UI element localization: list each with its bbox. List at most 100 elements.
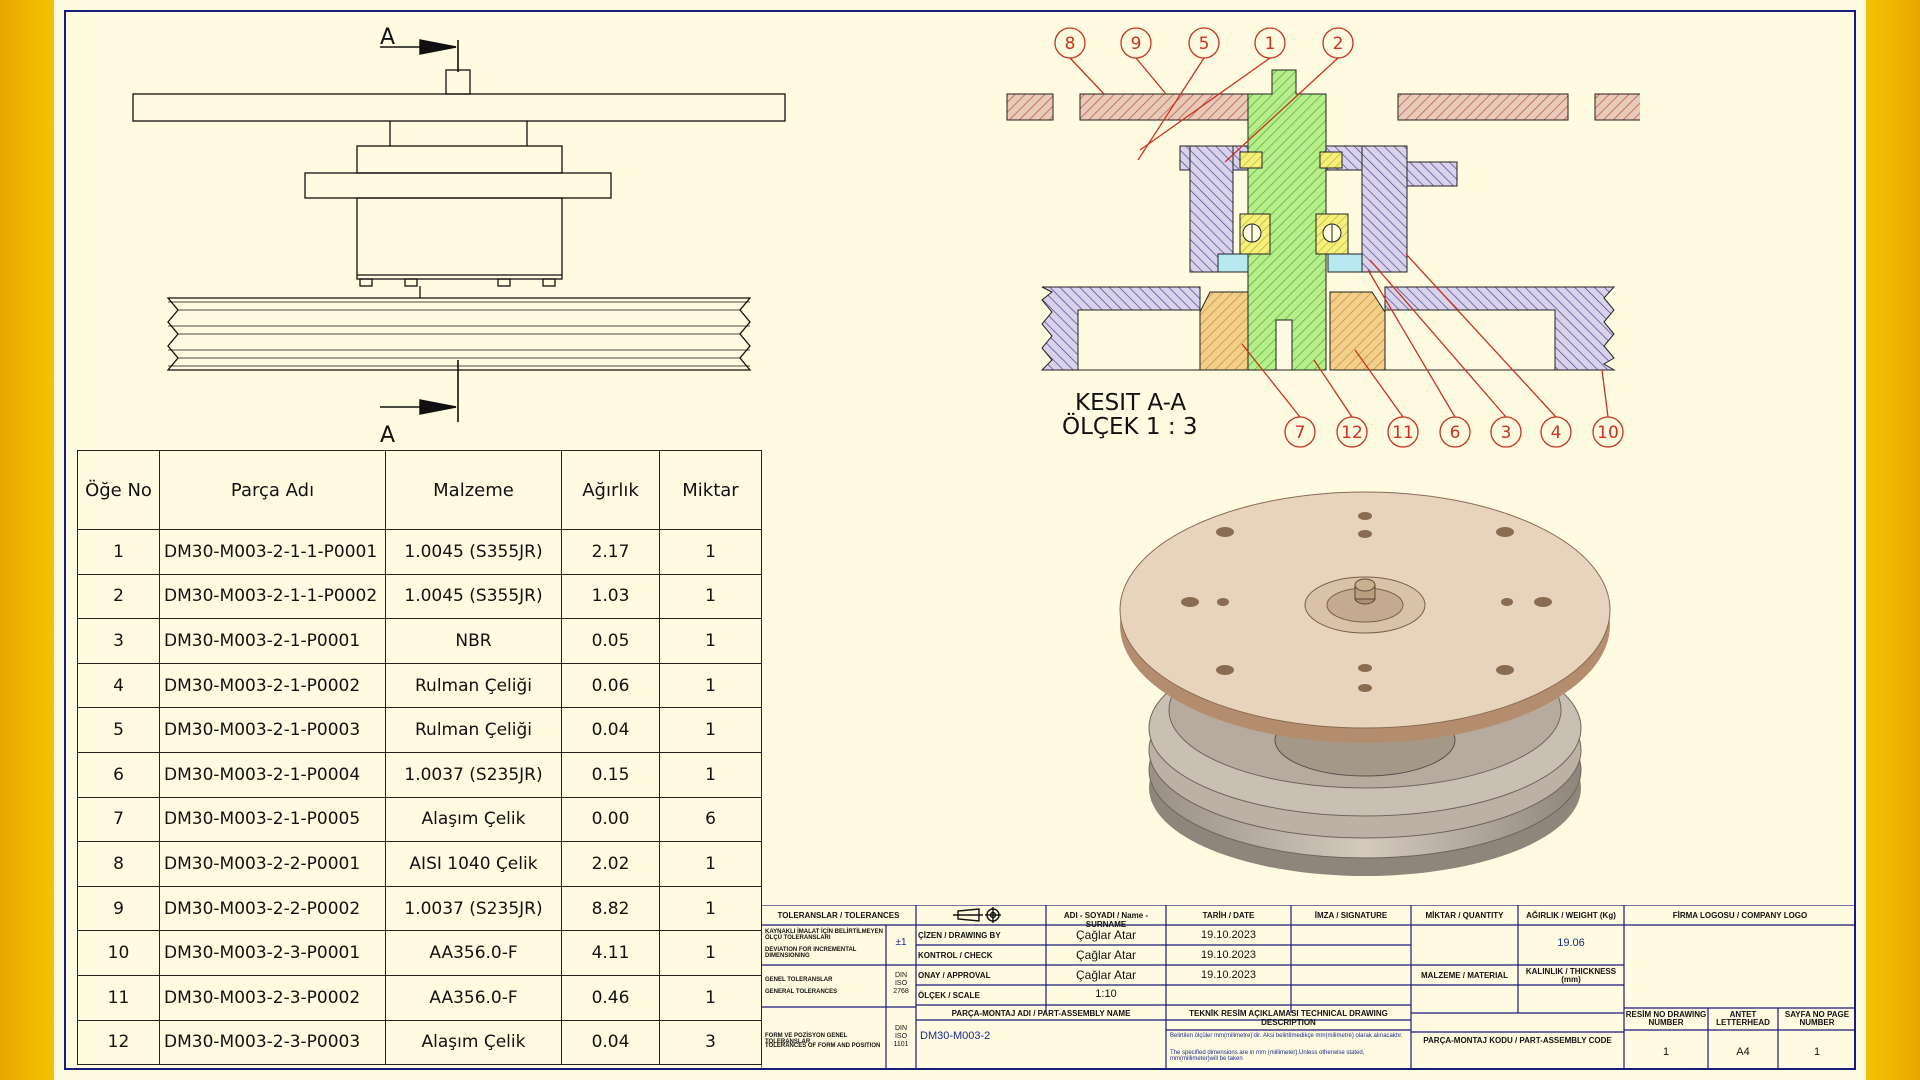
bom-weight: 0.00 <box>561 796 660 843</box>
bom-item-no: 8 <box>77 841 160 887</box>
balloon-11: 11 <box>1392 423 1414 443</box>
bom-weight: 0.04 <box>561 707 660 753</box>
tb-welded-tol: KAYNAKLI İMALAT İÇİN BELİRTİLMEYEN ÖLÇÜ … <box>765 929 883 941</box>
bom-material: AA356.0-F <box>385 930 562 976</box>
tb-assembly-name-label: PARÇA-MONTAJ ADI / PART-ASSEMBLY NAME <box>951 1009 1131 1018</box>
bom-item-no: 2 <box>77 573 160 620</box>
bom-material: AISI 1040 Çelik <box>385 841 562 887</box>
bom-quantity: 3 <box>659 1019 762 1066</box>
bom-header-material: Malzeme <box>385 450 562 530</box>
tb-tech-desc-label: TEKNİK RESİM AÇIKLAMASI TECHNICAL DRAWIN… <box>1189 1009 1388 1027</box>
bom-material: Rulman Çeliği <box>385 662 562 709</box>
bom-quantity: 1 <box>659 841 762 887</box>
balloon-2: 2 <box>1333 34 1344 54</box>
tb-din2768: DIN ISO 2768 <box>893 972 909 995</box>
balloon-12: 12 <box>1341 423 1363 443</box>
bom-header-quantity: Miktar <box>659 450 762 530</box>
tb-page-number-label: SAYFA NO PAGE NUMBER <box>1784 1010 1850 1027</box>
tb-date3: 19.10.2023 <box>1200 969 1257 981</box>
front-view: A A <box>132 25 786 448</box>
bom-header-weight: Ağırlık <box>561 450 660 530</box>
tb-material-label: MALZEME / MATERIAL <box>1421 971 1508 980</box>
tb-weight-label: AĞIRLIK / WEIGHT (Kg) <box>1526 911 1616 920</box>
tb-general-tol-tr: GENEL TOLERANSLAR <box>765 977 833 983</box>
tb-general-tol-en: GENERAL TOLERANCES <box>765 989 838 995</box>
bom-part-name: DM30-M003-2-1-P0001 <box>159 618 386 664</box>
bill-of-materials: Öğe No Parça Adı Malzeme Ağırlık Miktar … <box>77 450 762 1066</box>
balloon-8: 8 <box>1065 34 1076 54</box>
balloon-7: 7 <box>1295 423 1306 443</box>
tb-person3: Çağlar Atar <box>1075 968 1137 982</box>
tb-scale-value: 1:10 <box>1095 988 1117 1000</box>
bom-weight: 0.06 <box>561 662 660 709</box>
tb-tolerances: TOLERANSLAR / TOLERANCES <box>777 911 900 920</box>
bom-quantity: 1 <box>659 618 762 664</box>
bom-quantity: 1 <box>659 707 762 753</box>
tb-assembly-code-label: PARÇA-MONTAJ KODU / PART-ASSEMBLY CODE <box>1423 1036 1612 1045</box>
tb-thickness-label: KALINLIK / THICKNESS (mm) <box>1525 967 1617 984</box>
tb-date-header: TARİH / DATE <box>1202 911 1255 920</box>
section-marker-bottom: A <box>380 423 395 448</box>
bom-quantity: 1 <box>659 662 762 709</box>
bom-material: 1.0037 (S235JR) <box>385 885 562 932</box>
tb-quantity-label: MİKTAR / QUANTITY <box>1425 911 1504 920</box>
tb-deviation: DEVIATION FOR INCREMENTAL DIMENSIONING <box>765 947 857 959</box>
tb-drawing-by: ÇİZEN / DRAWING BY <box>918 931 1001 940</box>
tb-assembly-name: DM30-M003-2 <box>920 1030 991 1042</box>
bom-quantity: 6 <box>659 796 762 843</box>
bom-material: Rulman Çeliği <box>385 707 562 753</box>
balloon-9: 9 <box>1131 34 1142 54</box>
scale-label: ÖLÇEK 1 : 3 <box>1062 412 1198 440</box>
top-plate <box>1119 491 1611 743</box>
tb-approval: ONAY / APPROVAL <box>918 971 991 980</box>
bom-item-no: 1 <box>77 529 160 575</box>
tb-scale: ÖLÇEK / SCALE <box>918 991 980 1000</box>
bom-weight: 2.17 <box>561 529 660 575</box>
tb-tech-desc-en: The specified dimensions are in mm (mill… <box>1170 1050 1365 1062</box>
bom-quantity: 1 <box>659 573 762 620</box>
frame-right <box>1866 0 1920 1080</box>
bom-material: Alaşım Çelik <box>385 796 562 843</box>
tb-pm1: ±1 <box>895 937 907 948</box>
tb-date2: 19.10.2023 <box>1200 949 1257 961</box>
balloon-10: 10 <box>1597 423 1619 443</box>
bom-part-name: DM30-M003-2-1-P0003 <box>159 707 386 753</box>
bom-part-name: DM30-M003-2-1-P0002 <box>159 662 386 709</box>
frame-left <box>0 0 54 1080</box>
tb-signature-header: İMZA / SIGNATURE <box>1314 911 1388 920</box>
sheet-border <box>64 10 1856 1070</box>
tb-letterhead: A4 <box>1736 1046 1750 1058</box>
tb-form-tol-tr: FORM VE POZİSYON GENEL TOLERANSLAR <box>765 1033 848 1045</box>
bom-part-name: DM30-M003-2-1-1-P0001 <box>159 529 386 575</box>
bom-quantity: 1 <box>659 529 762 575</box>
bom-part-name: DM30-M003-2-3-P0003 <box>159 1019 386 1066</box>
tb-name-header: ADI - SOYADI / Name - SURNAME <box>1063 911 1149 929</box>
bom-item-no: 12 <box>77 1019 160 1066</box>
bom-item-no: 10 <box>77 930 160 976</box>
bom-weight: 0.46 <box>561 974 660 1021</box>
bom-item-no: 9 <box>77 885 160 932</box>
bom-weight: 4.11 <box>561 930 660 976</box>
tb-weight-value: 19.06 <box>1557 937 1585 949</box>
tb-drawing-number: 1 <box>1662 1046 1670 1058</box>
bom-header-item-no: Öğe No <box>77 450 160 530</box>
balloon-5: 5 <box>1199 34 1210 54</box>
bom-weight: 0.15 <box>561 751 660 798</box>
bom-material: AA356.0-F <box>385 974 562 1021</box>
title-block: TOLERANSLAR / TOLERANCES KAYNAKLI İMALAT… <box>761 905 1856 1070</box>
tb-form-tol-en: TOLERANCES OF FORM AND POSITION <box>765 1043 881 1049</box>
bom-quantity: 1 <box>659 930 762 976</box>
bom-weight: 0.04 <box>561 1019 660 1066</box>
tb-company-logo-label: FİRMA LOGOSU / COMPANY LOGO <box>1672 911 1808 920</box>
bom-header-row: Öğe No Parça Adı Malzeme Ağırlık Miktar <box>77 450 762 530</box>
